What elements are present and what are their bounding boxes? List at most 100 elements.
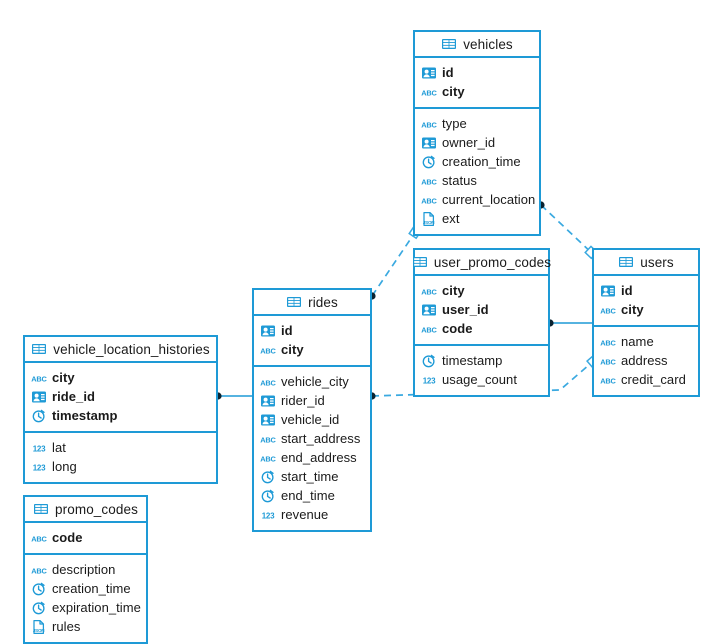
field-row-long[interactable]: 123 long — [25, 457, 216, 476]
entity-header-promo_codes[interactable]: promo_codes — [25, 497, 146, 523]
field-name: ride_id — [52, 389, 95, 404]
svg-text:ABC: ABC — [600, 338, 616, 347]
entity-header-users[interactable]: users — [594, 250, 698, 276]
field-name: timestamp — [442, 353, 503, 368]
svg-text:123: 123 — [33, 444, 46, 453]
field-row-timestamp[interactable]: timestamp — [25, 406, 216, 425]
svg-text:ABC: ABC — [421, 120, 437, 129]
field-row-timestamp[interactable]: timestamp — [415, 351, 548, 370]
field-name: id — [442, 65, 454, 80]
field-row-city[interactable]: ABC city — [415, 82, 539, 101]
123-number-icon: 123 — [31, 459, 47, 475]
field-row-id[interactable]: id — [415, 63, 539, 82]
field-row-end_time[interactable]: end_time — [254, 486, 370, 505]
svg-text:JSON: JSON — [33, 628, 45, 633]
field-name: lat — [52, 440, 66, 455]
field-row-status[interactable]: ABC status — [415, 171, 539, 190]
svg-text:ABC: ABC — [421, 325, 437, 334]
entity-title: user_promo_codes — [433, 254, 552, 270]
field-name: status — [442, 173, 477, 188]
field-name: creation_time — [52, 581, 131, 596]
field-name: timestamp — [52, 408, 118, 423]
field-row-lat[interactable]: 123 lat — [25, 438, 216, 457]
entity-header-vehicle_location_histories[interactable]: vehicle_location_histories — [25, 337, 216, 363]
field-row-owner_id[interactable]: owner_id — [415, 133, 539, 152]
table-grid-icon — [618, 254, 634, 270]
svg-text:ABC: ABC — [421, 88, 437, 97]
field-row-start_time[interactable]: start_time — [254, 467, 370, 486]
field-name: city — [442, 84, 465, 99]
abc-text-icon: ABC — [421, 321, 437, 337]
field-name: creation_time — [442, 154, 521, 169]
relationship-vlh-rides[interactable] — [214, 392, 252, 400]
field-row-end_address[interactable]: ABC end_address — [254, 448, 370, 467]
entity-header-vehicles[interactable]: vehicles — [415, 32, 539, 58]
field-row-creation_time[interactable]: creation_time — [415, 152, 539, 171]
field-name: long — [52, 459, 77, 474]
abc-text-icon: ABC — [31, 530, 47, 546]
field-row-creation_time[interactable]: creation_time — [25, 579, 146, 598]
abc-text-icon: ABC — [260, 450, 276, 466]
svg-text:ABC: ABC — [600, 357, 616, 366]
abc-text-icon: ABC — [31, 370, 47, 386]
svg-text:ABC: ABC — [260, 346, 276, 355]
field-row-user_id[interactable]: user_id — [415, 300, 548, 319]
entity-header-rides[interactable]: rides — [254, 290, 370, 316]
clock-icon — [31, 408, 47, 424]
field-row-vehicle_id[interactable]: vehicle_id — [254, 410, 370, 429]
clock-icon — [31, 581, 47, 597]
field-name: user_id — [442, 302, 489, 317]
svg-text:ABC: ABC — [421, 177, 437, 186]
field-name: end_address — [281, 450, 357, 465]
entity-header-user_promo_codes[interactable]: user_promo_codes — [412, 250, 552, 276]
abc-text-icon: ABC — [600, 372, 616, 388]
svg-text:ABC: ABC — [421, 196, 437, 205]
field-row-ride_id[interactable]: ride_id — [25, 387, 216, 406]
field-row-rider_id[interactable]: rider_id — [254, 391, 370, 410]
id-badge-icon — [260, 412, 276, 428]
clock-icon — [260, 469, 276, 485]
abc-text-icon: ABC — [421, 283, 437, 299]
svg-text:123: 123 — [33, 463, 46, 472]
json-file-icon: JSON — [31, 619, 47, 635]
field-row-id[interactable]: id — [254, 321, 370, 340]
field-name: end_time — [281, 488, 335, 503]
field-name: id — [621, 283, 633, 298]
relationship-upc-users[interactable] — [546, 319, 592, 327]
field-name: owner_id — [442, 135, 496, 150]
field-row-id[interactable]: id — [594, 281, 698, 300]
field-name: city — [621, 302, 644, 317]
svg-text:ABC: ABC — [260, 378, 276, 387]
field-row-expiration_time[interactable]: expiration_time — [25, 598, 146, 617]
svg-text:ABC: ABC — [260, 454, 276, 463]
